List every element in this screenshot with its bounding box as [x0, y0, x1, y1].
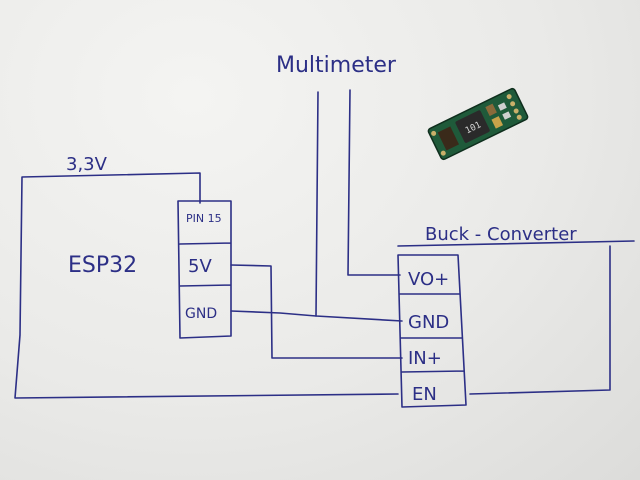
buck-pin-in-label: IN+	[408, 348, 442, 369]
multimeter-probe-right	[347, 89, 401, 276]
buck-pin-gnd-label: GND	[408, 312, 449, 333]
multimeter-probe-left	[315, 91, 319, 317]
wire-gnd-to-gnd	[230, 310, 403, 322]
buck-converter-module-icon: 101	[427, 87, 529, 161]
voltage-label: 3,3V	[66, 154, 108, 175]
buck-board-outline	[397, 240, 635, 395]
esp32-pin-gnd-label: GND	[185, 306, 217, 322]
buck-pin-vo-label: VO+	[408, 269, 449, 290]
buck-converter-label: Buck - Converter	[425, 224, 577, 245]
esp32-label: ESP32	[68, 253, 137, 278]
esp32-pin-15-label: PIN 15	[186, 212, 222, 225]
buck-pin-en-label: EN	[412, 384, 437, 405]
multimeter-label: Multimeter	[276, 53, 397, 78]
esp32-pin-5v-label: 5V	[188, 256, 212, 277]
buck-pin-header	[397, 254, 467, 408]
esp32-board-outline	[14, 172, 399, 399]
esp32-pin-header	[177, 200, 232, 339]
